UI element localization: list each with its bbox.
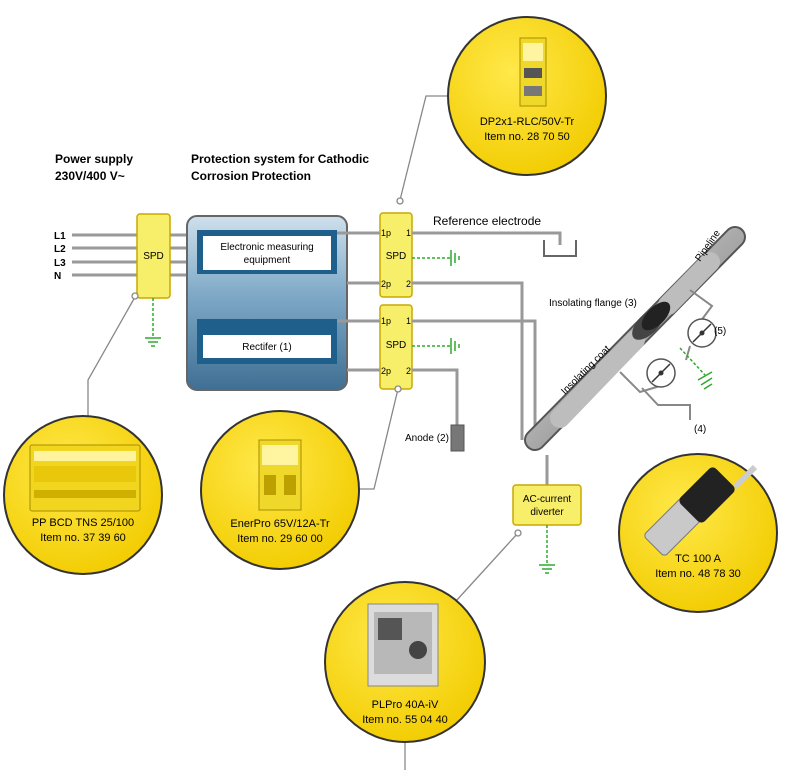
label-5: (5)	[714, 326, 726, 337]
anode-label: Anode (2)	[405, 433, 449, 444]
phase-l1: L1	[54, 231, 66, 242]
upper-spd-1p: 1p	[381, 228, 391, 238]
ac-diverter-label-2: diverter	[530, 507, 564, 518]
box-to-spd-lines	[337, 231, 380, 372]
lower-spd-1p: 1p	[381, 316, 391, 326]
insulating-flange-icon	[632, 301, 671, 340]
enerpro-item: Item no. 29 60 00	[237, 533, 323, 545]
lower-spd-label: SPD	[386, 340, 407, 351]
insulating-flange-label: Insolating flange (3)	[549, 298, 637, 309]
reference-electrode-label: Reference electrode	[433, 214, 541, 228]
enerpro-name: EnerPro 65V/12A-Tr	[230, 518, 330, 530]
label-4: (4)	[694, 424, 706, 435]
pp-bcd-item: Item no. 37 39 60	[40, 532, 126, 544]
phase-l3: L3	[54, 258, 66, 269]
meter-ground-line	[679, 347, 706, 376]
tc100a-device-image	[644, 464, 758, 556]
upper-spd-label: SPD	[386, 251, 407, 262]
measuring-label-1: Electronic measuring	[220, 242, 313, 253]
ground-icon-lower	[450, 338, 460, 354]
ground-icon-upper	[450, 250, 460, 266]
upper-spd-1: 1	[406, 228, 411, 238]
protection-heading: Protection system for Cathodic	[191, 152, 369, 166]
power-spd-label: SPD	[143, 251, 164, 262]
plpro-device-image	[367, 603, 439, 687]
enerpro-device-image	[258, 439, 302, 511]
phase-n: N	[54, 271, 61, 282]
flange-bridge-wiring	[619, 289, 714, 420]
tc100a-item: Item no. 48 78 30	[655, 568, 741, 580]
tc100a-name: TC 100 A	[675, 553, 722, 565]
product-dp2x1: DP2x1-RLC/50V-Tr Item no. 28 70 50	[447, 16, 607, 176]
pp-bcd-name: PP BCD TNS 25/100	[32, 517, 134, 529]
plpro-name: PLPro 40A-iV	[372, 699, 439, 711]
anode-icon	[450, 424, 465, 452]
ground-icon-diverter	[539, 564, 555, 574]
ac-diverter-box	[512, 484, 582, 526]
field-wiring	[412, 231, 562, 440]
callout-dots	[131, 197, 522, 537]
upper-spd-2: 2	[406, 279, 411, 289]
lower-spd-2p: 2p	[381, 366, 391, 376]
protection-heading-2: Corrosion Protection	[191, 169, 311, 183]
upper-spd-2p: 2p	[381, 279, 391, 289]
phase-lines	[72, 233, 200, 277]
reference-electrode-icon	[543, 240, 577, 257]
phase-l2: L2	[54, 244, 66, 255]
power-supply-heading: Power supply	[55, 152, 133, 166]
product-tc100a: TC 100 A Item no. 48 78 30	[618, 453, 778, 613]
plpro-item: Item no. 55 04 40	[362, 714, 448, 726]
ground-icon	[145, 337, 161, 347]
dp2x1-device-image	[519, 37, 547, 107]
rectifier-label: Rectifer (1)	[242, 342, 291, 353]
rectifier-box	[203, 335, 331, 358]
measuring-equipment-box	[203, 236, 331, 270]
power-supply-voltage: 230V/400 V~	[55, 169, 125, 183]
dp2x1-name: DP2x1-RLC/50V-Tr	[480, 116, 575, 128]
ground-icon-meter	[697, 371, 713, 390]
upper-spd-box	[379, 212, 413, 298]
product-pp-bcd: PP BCD TNS 25/100 Item no. 37 39 60	[3, 415, 163, 575]
meter-icon-4	[646, 358, 676, 388]
lower-spd-2: 2	[406, 366, 411, 376]
product-enerpro: EnerPro 65V/12A-Tr Item no. 29 60 00	[200, 410, 360, 570]
dp2x1-item: Item no. 28 70 50	[484, 131, 570, 143]
product-plpro: PLPro 40A-iV Item no. 55 04 40	[324, 581, 486, 743]
measuring-label-2: equipment	[244, 255, 291, 266]
pp-bcd-device-image	[29, 444, 141, 512]
spd-ground-lines	[412, 257, 450, 347]
meter-icon-5	[687, 318, 717, 348]
ac-diverter-label-1: AC-current	[523, 494, 572, 505]
lower-spd-1: 1	[406, 316, 411, 326]
